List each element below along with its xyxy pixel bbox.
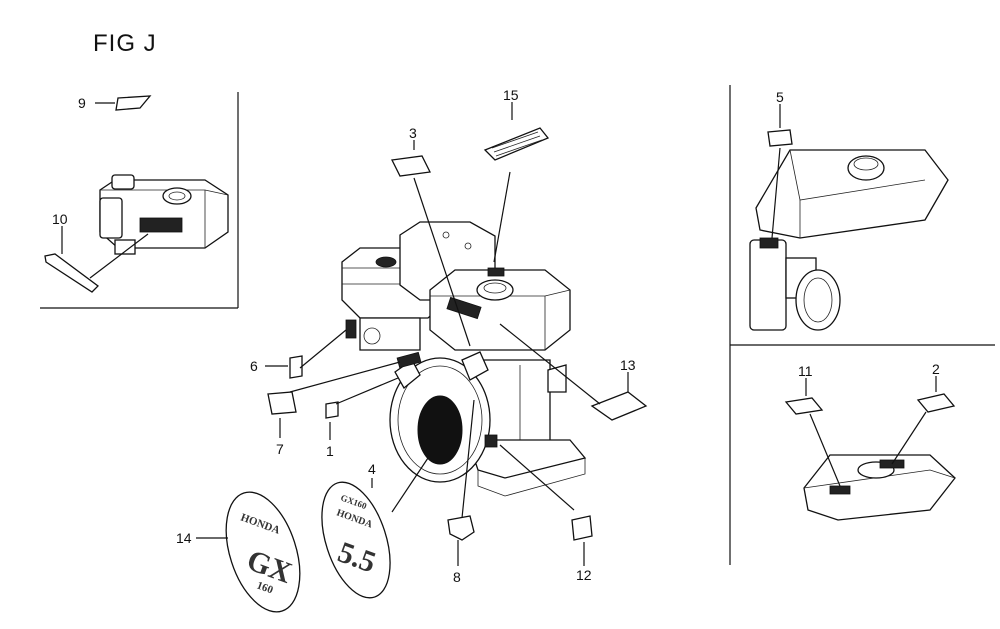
part-5-decal (767, 104, 793, 239)
callout-12: 12 (576, 567, 592, 583)
callout-6: 6 (250, 358, 258, 374)
callout-9: 9 (78, 95, 86, 111)
part-8-decal (447, 399, 475, 566)
callout-labels: 9 10 15 3 6 7 1 4 14 8 12 13 5 11 2 (52, 87, 940, 585)
figure-title: FIG J (93, 30, 157, 57)
callout-8: 8 (453, 569, 461, 585)
part-4-emblem: GX160 HONDA 5.5 (321, 457, 429, 599)
part-9-decal (95, 95, 152, 111)
part-7-decal (267, 361, 401, 438)
part-6-decal (265, 329, 347, 379)
inset-right-muffler (803, 454, 956, 521)
part-3-decal (391, 140, 471, 347)
panel-dividers (40, 85, 995, 565)
part-12-decal (499, 444, 593, 566)
inset-right-tank (749, 149, 949, 331)
callout-11: 11 (798, 363, 813, 379)
callout-14: 14 (176, 530, 192, 546)
emblem-14-cc: 160 (255, 580, 275, 597)
callout-10: 10 (52, 211, 68, 227)
part-13-decal (499, 323, 648, 421)
part-15-decal (483, 102, 550, 263)
callout-4: 4 (368, 461, 376, 477)
part-1-decal (325, 377, 399, 440)
engine-assembly (341, 221, 587, 497)
callout-5: 5 (776, 89, 784, 105)
callout-3: 3 (409, 125, 417, 141)
callout-2: 2 (932, 361, 940, 377)
part-14-emblem: HONDA GX 160 (196, 491, 301, 613)
part-10-decal (44, 226, 149, 293)
part-11-decal (784, 378, 841, 487)
callout-13: 13 (620, 357, 636, 373)
part-2-decal (891, 376, 956, 465)
callout-7: 7 (276, 441, 284, 457)
callout-1: 1 (326, 443, 334, 459)
callout-15: 15 (503, 87, 519, 103)
inset-fuel-tank (99, 174, 229, 255)
